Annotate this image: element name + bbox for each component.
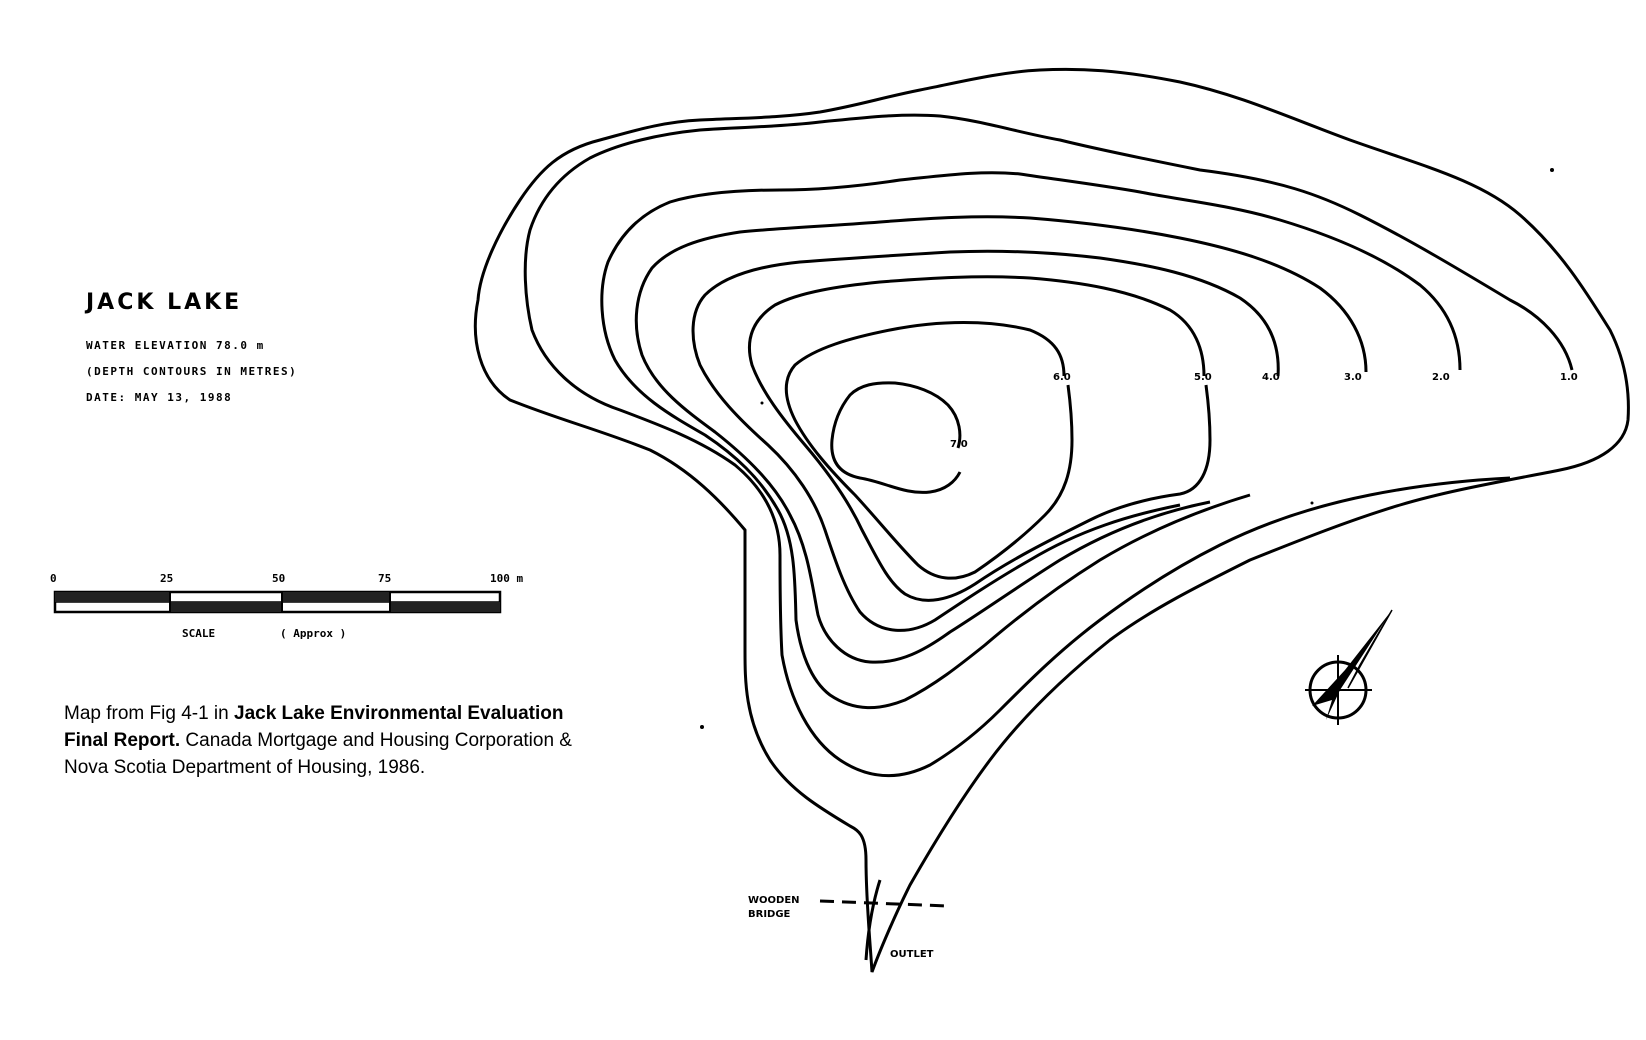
- scan-speck: [700, 725, 704, 729]
- scale-tick-0: 0: [50, 572, 57, 585]
- scale-approx: ( Approx ): [280, 627, 346, 640]
- contour-7-0: [830, 381, 962, 494]
- scale-label: SCALE: [182, 627, 215, 640]
- caption-prefix: Map from Fig 4-1 in: [64, 703, 234, 724]
- shoreline: [473, 67, 1630, 973]
- contour-label-1-0: 1.0: [1560, 372, 1578, 383]
- caption-suffix: Canada Mortgage and Housing Corporation …: [64, 730, 572, 778]
- contour-1-0: [523, 113, 1574, 778]
- contour-2-0: [600, 171, 1462, 710]
- contour-label-5-0: 5.0: [1194, 372, 1212, 383]
- scale-tick-50: 50: [272, 572, 285, 585]
- contour-3-0: [634, 215, 1368, 664]
- bridge-label-line2: BRIDGE: [748, 909, 791, 920]
- contour-5-0: [747, 275, 1212, 602]
- map-legend: JACK LAKE WATER ELEVATION 78.0 m (DEPTH …: [86, 290, 297, 417]
- north-arrow-icon: [1305, 609, 1393, 725]
- contour-label-7-0: 7.0: [950, 439, 968, 450]
- contour-label-4-0: 4.0: [1262, 372, 1280, 383]
- survey-date: DATE: MAY 13, 1988: [86, 391, 233, 404]
- scan-speck: [760, 401, 764, 405]
- scale-tick-75: 75: [378, 572, 391, 585]
- contour-6-0: [784, 321, 1074, 580]
- contour-label-2-0: 2.0: [1432, 372, 1450, 383]
- contour-4-0: [691, 249, 1280, 632]
- depth-contours-note: (DEPTH CONTOURS IN METRES): [86, 365, 298, 378]
- outlet-label: OUTLET: [890, 949, 934, 960]
- scale-bar: [53, 590, 502, 614]
- map-title: JACK LAKE: [86, 290, 243, 315]
- source-caption: Map from Fig 4-1 in Jack Lake Environmen…: [64, 700, 594, 781]
- caption-report-title: Jack Lake Environmental Evaluation Final…: [64, 703, 564, 751]
- contour-label-6-0: 6.0: [1053, 372, 1071, 383]
- bridge-label-line1: WOODEN: [748, 895, 800, 906]
- scale-tick-100: 100 m: [490, 572, 523, 585]
- outlet-channel: [864, 879, 882, 961]
- scan-speck: [1550, 168, 1554, 172]
- contour-label-3-0: 3.0: [1344, 372, 1362, 383]
- scale-tick-25: 25: [160, 572, 173, 585]
- water-elevation: WATER ELEVATION 78.0 m: [86, 339, 265, 352]
- scan-speck: [1310, 501, 1314, 505]
- wooden-bridge-line: [819, 899, 949, 908]
